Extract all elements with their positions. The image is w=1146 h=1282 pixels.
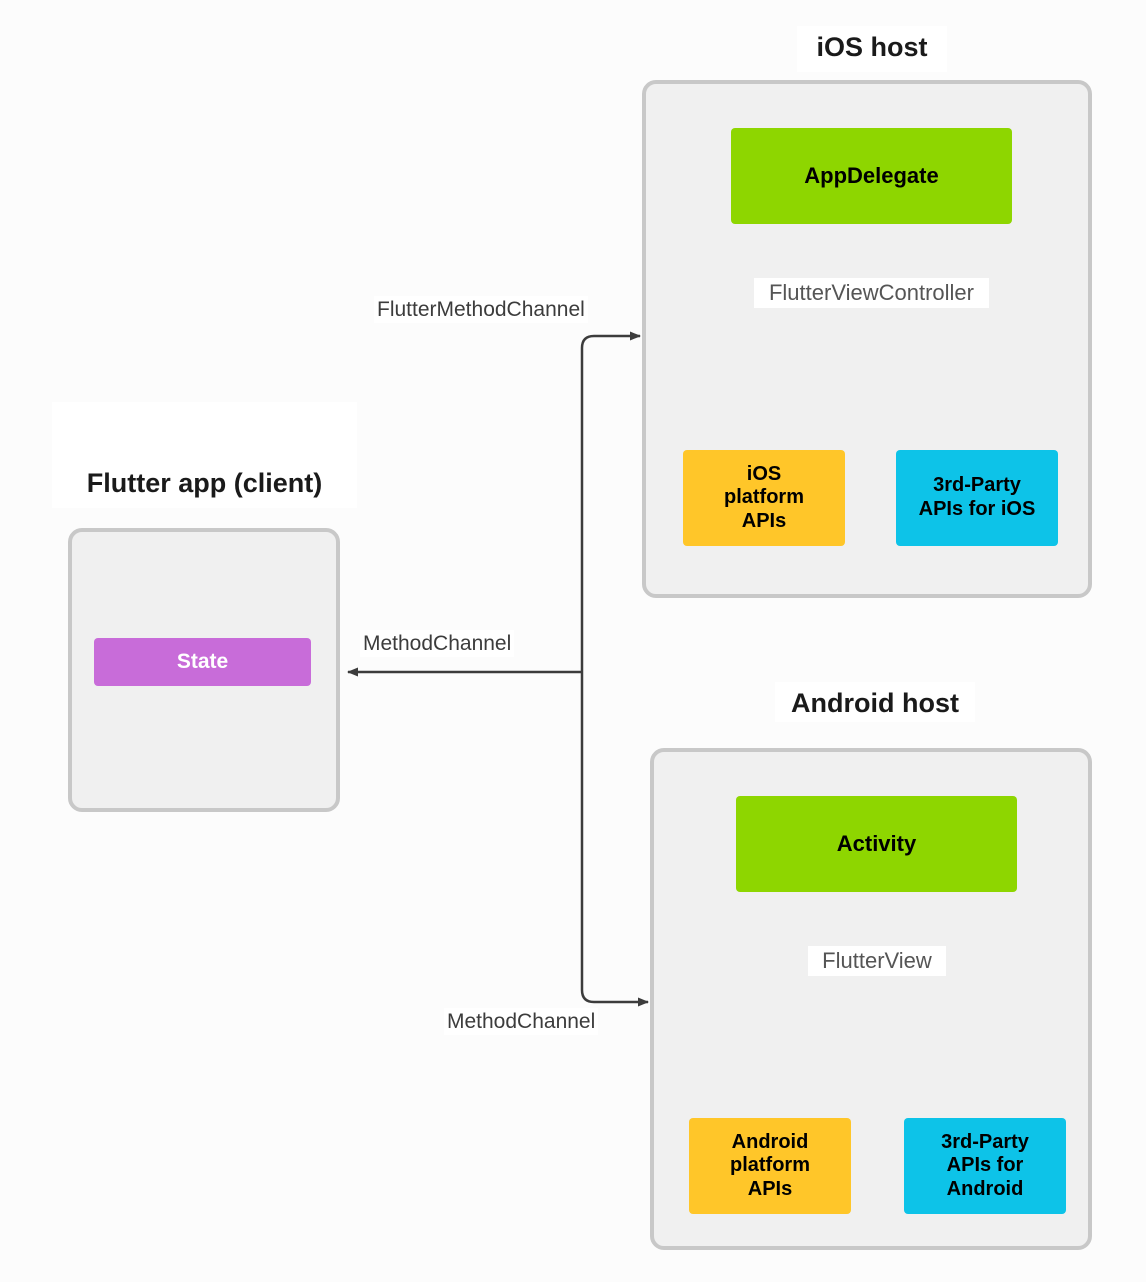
node-android-third-party-apis-label: 3rd-Party APIs for Android (941, 1130, 1029, 1200)
node-android-platform-apis-label: Android platform APIs (730, 1130, 810, 1200)
node-state[interactable]: State (94, 638, 311, 686)
ios-host-title: iOS host (797, 26, 947, 72)
node-app-delegate-label: AppDelegate (804, 163, 939, 189)
label-method-channel-to-android: MethodChannel (444, 1008, 599, 1036)
node-state-label: State (176, 649, 229, 673)
node-activity[interactable]: Activity (736, 796, 1017, 892)
label-flutter-method-channel: FlutterMethodChannel (374, 296, 588, 324)
android-host-title: Android host (775, 682, 975, 722)
flutter-app-title: Flutter app (client) (52, 402, 357, 508)
label-method-channel-to-client: MethodChannel (360, 630, 515, 658)
node-app-delegate[interactable]: AppDelegate (731, 128, 1012, 224)
edge-client-to-android-host (580, 672, 649, 1007)
node-ios-platform-apis[interactable]: iOS platform APIs (683, 450, 845, 546)
label-flutter-view-controller: FlutterViewController (754, 278, 989, 308)
node-activity-label: Activity (836, 831, 917, 857)
edge-client-to-ios-host (580, 331, 641, 672)
node-ios-third-party-apis-label: 3rd-Party APIs for iOS (918, 474, 1036, 520)
node-android-platform-apis[interactable]: Android platform APIs (689, 1118, 851, 1214)
label-flutter-view: FlutterView (808, 946, 946, 976)
node-ios-platform-apis-label: iOS platform APIs (724, 462, 804, 532)
node-ios-third-party-apis[interactable]: 3rd-Party APIs for iOS (896, 450, 1058, 546)
node-android-third-party-apis[interactable]: 3rd-Party APIs for Android (904, 1118, 1066, 1214)
